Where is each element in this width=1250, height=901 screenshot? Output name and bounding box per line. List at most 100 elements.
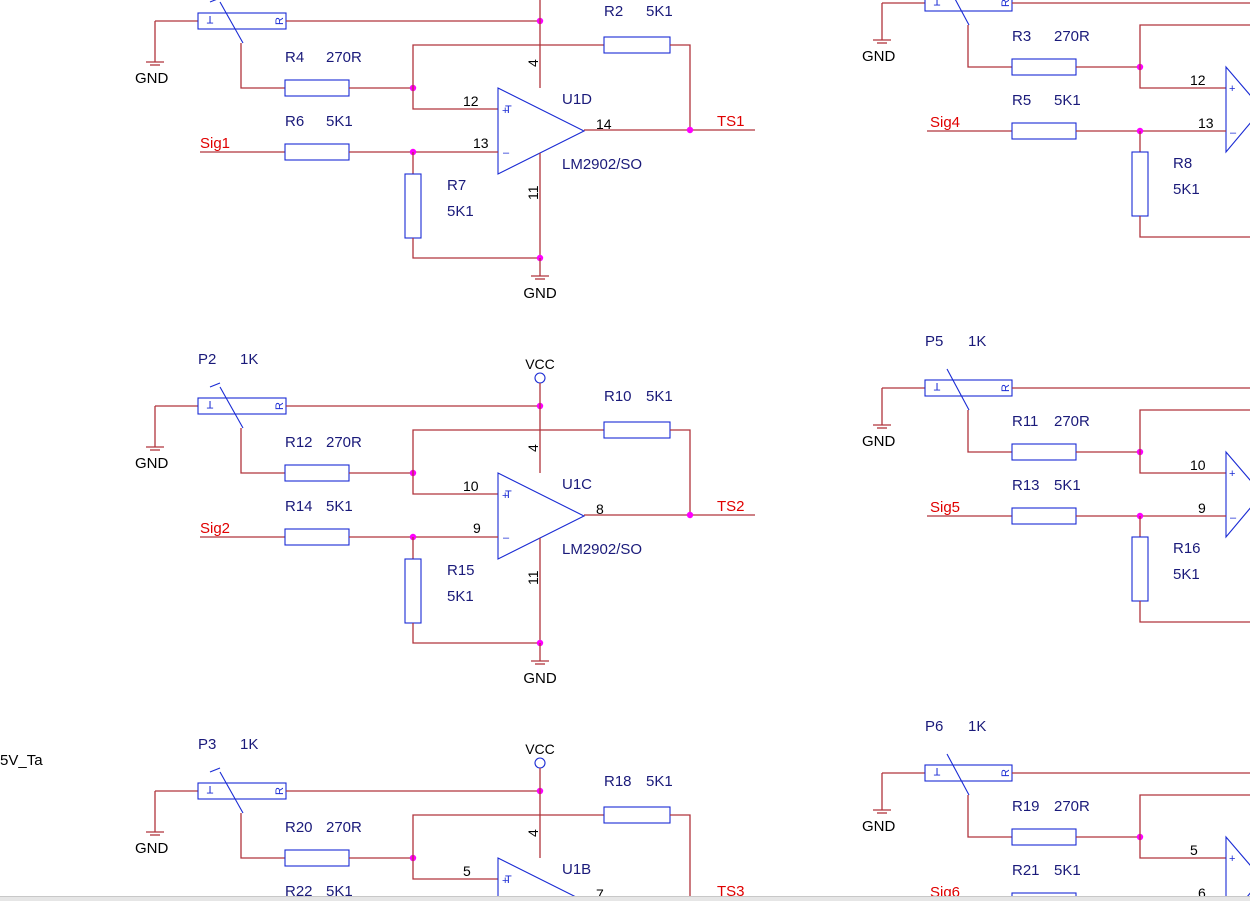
potentiometer-value: 1K: [240, 736, 258, 753]
wire: [412, 858, 498, 880]
net-label-input: Sig1: [200, 135, 230, 152]
resistor-r-in: [1011, 828, 1077, 846]
wire: [1139, 216, 1250, 238]
resistor-value: 5K1: [447, 588, 474, 605]
resistor-value: 5K1: [326, 883, 353, 900]
resistor-value: 5K1: [1054, 862, 1081, 879]
ground-label: GND: [523, 670, 557, 687]
resistor-value: 5K1: [1054, 477, 1081, 494]
potentiometer-ref: P3: [198, 736, 216, 753]
wire: [240, 428, 285, 474]
pin-number: 4: [525, 829, 541, 837]
resistor-value: 5K1: [646, 773, 673, 790]
wire: [412, 44, 604, 88]
pot-terminal-label: R: [274, 402, 286, 410]
resistor-ref: R8: [1173, 155, 1192, 172]
minus-sign-icon: –: [1230, 512, 1237, 524]
resistor-ref: R14: [285, 498, 313, 515]
resistor-ref: R7: [447, 177, 466, 194]
potentiometer-value: 1K: [240, 351, 258, 368]
pot-terminal-label: R: [274, 787, 286, 795]
wire: [670, 44, 691, 130]
pin-number: 9: [473, 520, 481, 536]
pot-terminal-label: R: [274, 17, 286, 25]
resistor-r-in: [1011, 443, 1077, 461]
resistor-r-ground: [404, 558, 422, 624]
ground-label: GND: [862, 433, 896, 450]
op-amp-icon: [497, 857, 584, 900]
wire: [670, 429, 691, 515]
wire: [1139, 24, 1250, 67]
resistor-r-ground: [1131, 151, 1149, 217]
resistor-ref: R10: [604, 388, 632, 405]
potentiometer-wiper-icon: [219, 771, 244, 814]
op-amp-icon: [1225, 835, 1250, 900]
potentiometer-arrow-icon: [209, 767, 221, 773]
horizontal-scrollbar[interactable]: [0, 896, 1250, 901]
resistor-ref: R6: [285, 113, 304, 130]
potentiometer-value: 1K: [968, 333, 986, 350]
op-amp-icon: [1225, 450, 1250, 539]
wire: [1139, 409, 1250, 452]
op-amp-icon: [1225, 65, 1250, 154]
plus-sign-icon: T: [505, 104, 512, 116]
net-label-input: Sig5: [930, 499, 960, 516]
wire: [412, 814, 604, 858]
pot-terminal-label: T: [933, 765, 940, 777]
op-amp-ref: U1C: [562, 476, 592, 493]
resistor-value: 5K1: [646, 3, 673, 20]
wire: [1139, 837, 1226, 859]
pot-terminal-label: T: [206, 783, 213, 795]
plus-sign-icon: +: [502, 875, 508, 887]
vcc-symbol-icon: [534, 372, 546, 384]
pin-number: 6: [1198, 885, 1206, 900]
pin-number: 13: [473, 135, 489, 151]
plus-sign-icon: T: [505, 874, 512, 886]
resistor-ref: R16: [1173, 540, 1201, 557]
resistor-value: 5K1: [1173, 181, 1200, 198]
resistor-value: 270R: [1054, 413, 1090, 430]
resistor-r-in: [284, 79, 350, 97]
pin-number: 7: [596, 886, 604, 900]
op-amp-icon: [497, 87, 586, 175]
wire: [1139, 601, 1250, 623]
resistor-value: 5K1: [1173, 566, 1200, 583]
pin-number: 10: [463, 478, 479, 494]
resistor-value: 270R: [1054, 798, 1090, 815]
net-label-input: Sig2: [200, 520, 230, 537]
potentiometer-ref: P6: [925, 718, 943, 735]
resistor-ref: R11: [1012, 413, 1038, 430]
resistor-r-feedback: [603, 421, 671, 439]
wire: [1139, 794, 1250, 837]
resistor-ref: R13: [1012, 477, 1040, 494]
net-label-output: TS2: [717, 498, 745, 515]
pin-number: 4: [525, 444, 541, 452]
resistor-r-ground: [1131, 536, 1149, 602]
wire: [967, 795, 1012, 838]
vcc-symbol-icon: [534, 757, 546, 769]
minus-sign-icon: –: [503, 147, 510, 159]
plus-sign-icon: +: [1229, 468, 1235, 480]
plus-sign-icon: +: [1229, 83, 1235, 95]
wire: [412, 473, 498, 495]
net-label-output: TS3: [717, 883, 745, 900]
resistor-r-signal: [284, 528, 350, 546]
resistor-r-ground: [404, 173, 422, 239]
wire: [412, 623, 540, 644]
resistor-r-feedback: [603, 36, 671, 54]
resistor-value: 5K1: [646, 388, 673, 405]
resistor-ref: R2: [604, 3, 623, 20]
net-label-output: TS1: [717, 113, 745, 130]
resistor-value: 5K1: [326, 113, 353, 130]
ground-label: GND: [135, 455, 169, 472]
minus-sign-icon: –: [503, 532, 510, 544]
pin-number: 10: [1190, 457, 1206, 473]
wire: [670, 814, 691, 900]
resistor-ref: R19: [1012, 798, 1040, 815]
resistor-r-in: [1011, 58, 1077, 76]
resistor-ref: R20: [285, 819, 313, 836]
resistor-r-signal: [1011, 122, 1077, 140]
resistor-ref: R3: [1012, 28, 1031, 45]
wire: [967, 25, 1012, 68]
